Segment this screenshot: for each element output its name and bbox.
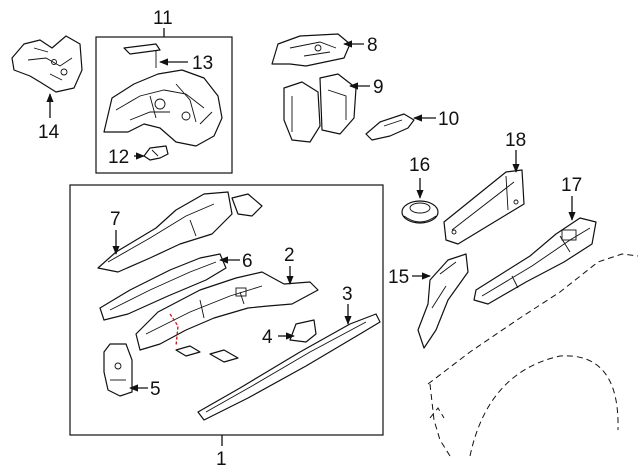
small-brackets <box>175 345 239 363</box>
callout-11: 11 <box>153 8 173 29</box>
callout-8: 8 <box>367 35 378 56</box>
part-5-bracket <box>103 343 133 397</box>
callout-5: 5 <box>150 379 161 400</box>
fender-outline <box>427 253 639 457</box>
part-4-bracket <box>289 319 317 343</box>
callout-18: 18 <box>505 130 526 151</box>
group-frame-1 <box>69 184 384 436</box>
callout-16: 16 <box>409 155 430 176</box>
callout-10: 10 <box>438 109 459 130</box>
callout-12: 12 <box>108 147 129 168</box>
callout-17: 17 <box>561 175 582 196</box>
callout-15: 15 <box>388 267 409 288</box>
part-15-bracket <box>417 253 469 349</box>
part-7-rail <box>97 191 263 273</box>
part-3-sill <box>197 313 381 421</box>
callout-3: 3 <box>342 284 353 305</box>
part-18-reinforcement <box>443 169 525 245</box>
callout-13: 13 <box>192 53 213 74</box>
callout-1: 1 <box>216 449 227 470</box>
part-11-wheelhouse <box>103 69 223 147</box>
part-10-bracket <box>365 113 415 141</box>
part-16-grommet <box>401 200 439 224</box>
part-12-bracket <box>143 145 169 161</box>
part-9-support <box>283 73 357 143</box>
callout-4: 4 <box>262 327 273 348</box>
callout-7: 7 <box>110 209 121 230</box>
callout-6: 6 <box>242 251 253 272</box>
part-2-rail <box>135 271 319 351</box>
part-6-rail <box>99 253 227 321</box>
callout-14: 14 <box>38 122 60 143</box>
part-13-strip <box>123 43 161 68</box>
callout-9: 9 <box>373 77 384 98</box>
part-14-bracket <box>11 35 83 93</box>
callout-2: 2 <box>284 245 295 266</box>
part-17-rail <box>473 217 597 305</box>
part-8-bracket <box>271 33 351 67</box>
